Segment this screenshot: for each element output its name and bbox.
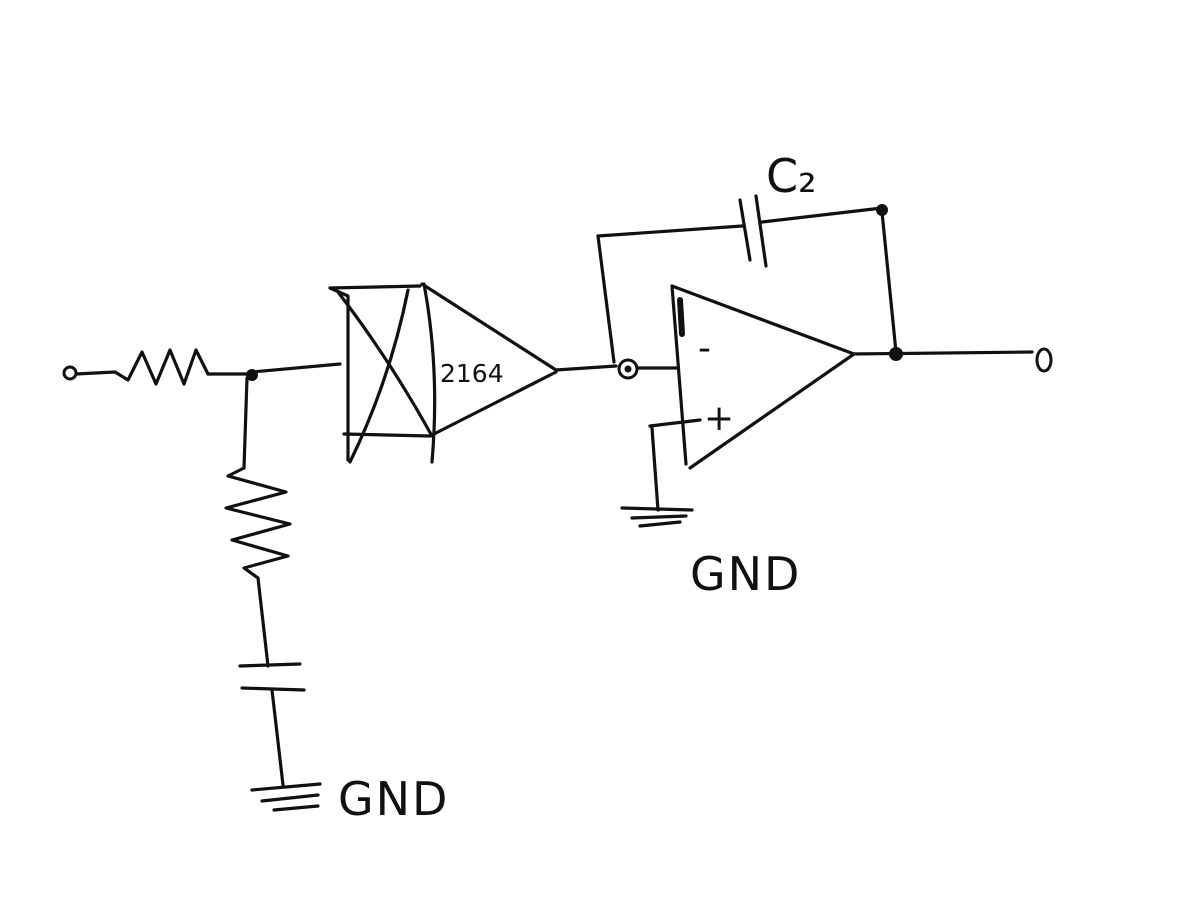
vca-amp-lower-edge [432,370,558,436]
output-terminal [1035,347,1053,373]
feedback-output-node [876,204,888,216]
shunt-resistor [224,466,292,580]
vca-box-bottom-edge [342,432,432,438]
opamp-lower-edge [688,352,856,470]
shunt-branch: GND [224,376,449,826]
feedback-right-vertical-wire [880,210,898,354]
opamp-plus-label: + [704,398,734,439]
opamp-input-mark [677,297,685,337]
vca-label: 2164 [440,359,504,388]
opamp-left-side [670,284,688,466]
vca-box-left-edge [328,286,350,462]
ground-symbol-bottom [250,782,322,812]
opamp-upper-edge [670,284,856,356]
feedback-capacitor-plate-2 [754,194,768,268]
shunt-wire-bottom [270,688,285,787]
shunt-wire-mid [256,576,270,668]
gnd-label-opamp: GND [690,547,801,601]
vca-2164: 2164 [328,282,558,464]
shunt-capacitor-top-plate [238,662,302,668]
feedback-left-vertical-wire [596,234,616,364]
input-terminal [62,365,78,381]
gnd-label-bottom: GND [338,772,449,826]
vca-box-top-edge [328,284,422,290]
series-resistor [113,348,210,386]
feedback-capacitor-plate-1 [738,198,752,262]
feedback-top-left-wire [596,224,744,238]
shunt-wire-top [242,376,249,470]
output-junction-node [889,347,903,361]
input-wire [74,370,117,376]
feedback-top-right-wire [760,206,884,224]
junction-to-vca-wire [250,362,342,374]
vca-to-opamp-wire [554,364,618,372]
capacitor-c2-label: C₂ [766,149,817,203]
opamp-minus-label: - [698,328,711,369]
vca-amp-upper-edge [420,282,558,372]
vca-box-diagonal-2 [348,288,410,464]
inverting-node-center [624,365,632,373]
plus-to-gnd-wire [650,426,660,512]
vca-box-right-edge [422,282,437,464]
feedback-network: C₂ [596,149,898,364]
ground-symbol-opamp [620,506,694,528]
input-stage [62,348,258,386]
plus-input-wire [648,418,702,428]
output-stage [850,347,1053,373]
vca-box-diagonal-1 [336,290,434,438]
opamp-output-wire [850,350,1034,356]
op-amp: - + GND [620,284,856,601]
